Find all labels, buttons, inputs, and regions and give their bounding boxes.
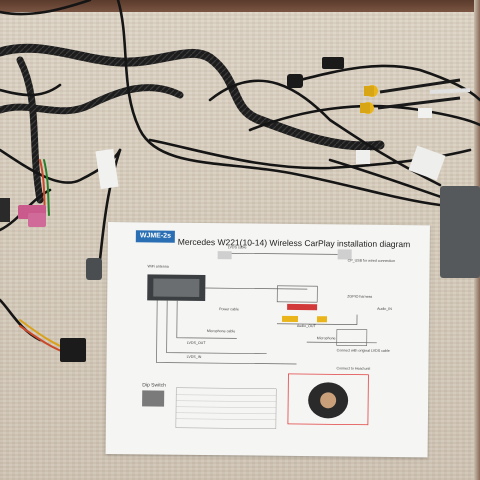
wiring-diagram (142, 249, 377, 429)
label-microphone-cable: Microphone cable (206, 329, 236, 334)
connector (60, 338, 86, 362)
label-connect-head-unit: Connect to Head unit (336, 366, 371, 371)
pink-connector (28, 213, 46, 227)
connector (322, 57, 344, 69)
cable (0, 83, 62, 97)
cable-tag (95, 148, 119, 190)
label-lvds-out: LVDS_OUT (186, 340, 206, 346)
cable (98, 148, 122, 262)
braided-harness-2 (0, 84, 184, 115)
cable (208, 79, 442, 187)
cable (0, 0, 92, 16)
label-connect-original: Connect with original LVDS cable (336, 348, 390, 353)
cable (116, 0, 442, 207)
label-wifi-antenna: WiFi antenna (147, 264, 169, 269)
label-audio-in: Audio_IN (377, 306, 392, 311)
label-microphone: Microphone (316, 336, 336, 341)
cable-tag (418, 108, 432, 118)
plug (86, 258, 102, 280)
connector (287, 74, 303, 88)
label-lvds-cable: LVDS cable (227, 245, 247, 250)
cable (328, 158, 452, 202)
label-lvds-in: LVDS_IN (186, 354, 202, 359)
cable-tag (408, 145, 446, 181)
installation-diagram-sheet: WJME-2s Mercedes W221(10-14) Wireless Ca… (105, 222, 430, 458)
label-usb-wired: CP_USB for wired connection (347, 258, 396, 264)
cable-tag (356, 150, 370, 164)
label-dip-switch: Dip Switch (142, 382, 166, 389)
label-audio-out: Audio_OUT (296, 323, 316, 329)
wireless-carplay-module (440, 186, 480, 278)
braided-harness (0, 43, 385, 151)
braided-harness-3 (16, 56, 44, 204)
label-power-cable: Power cable (219, 307, 239, 312)
label-zgpio-harness: ZGPIO harness (347, 294, 373, 299)
cable (298, 64, 480, 102)
connector (0, 198, 10, 222)
